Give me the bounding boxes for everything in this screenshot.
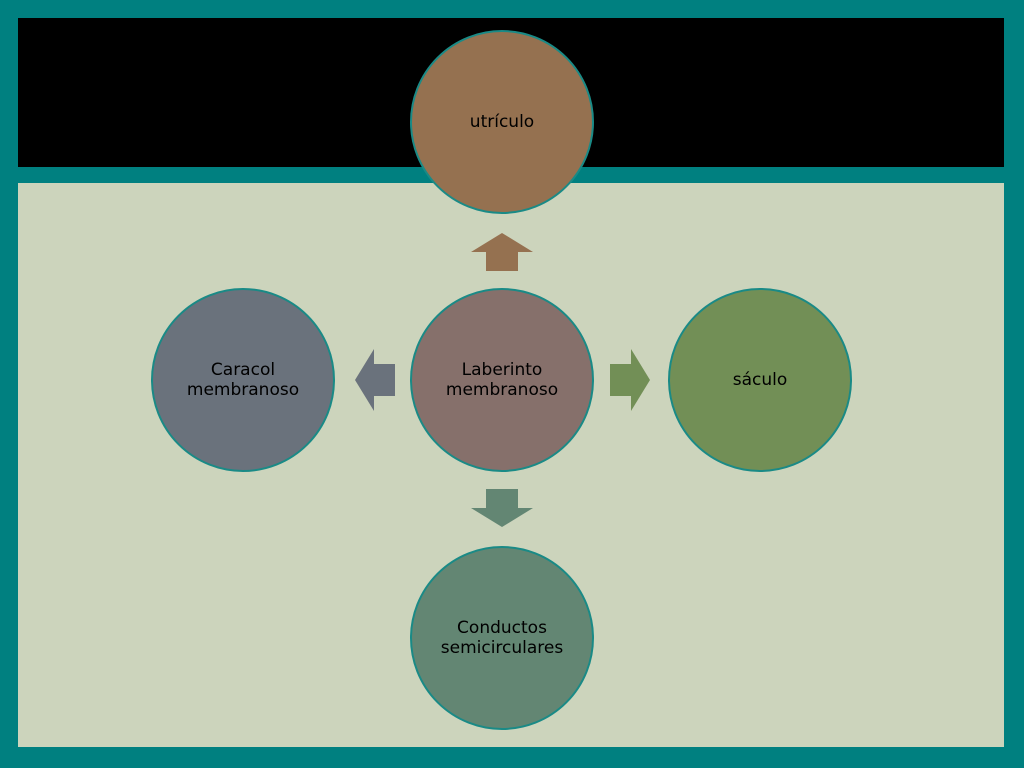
node-bottom: Conductos semicirculares: [410, 546, 594, 730]
node-bottom-label: Conductos semicirculares: [440, 618, 564, 658]
node-right-label: sáculo: [732, 370, 788, 390]
node-center-label: Laberinto membranoso: [445, 360, 559, 400]
arrow-down-icon: [471, 489, 533, 527]
arrow-up-icon: [471, 233, 533, 271]
arrow-left-shape: [355, 349, 395, 411]
node-left: Caracol membranoso: [151, 288, 335, 472]
arrow-down-shape: [471, 489, 533, 527]
node-top: utrículo: [410, 30, 594, 214]
arrow-right-icon: [610, 349, 650, 411]
node-top-label: utrículo: [469, 112, 535, 132]
arrow-right-shape: [610, 349, 650, 411]
arrow-up-shape: [471, 233, 533, 271]
node-left-label: Caracol membranoso: [186, 360, 300, 400]
node-right: sáculo: [668, 288, 852, 472]
node-center: Laberinto membranoso: [410, 288, 594, 472]
arrow-left-icon: [355, 349, 395, 411]
